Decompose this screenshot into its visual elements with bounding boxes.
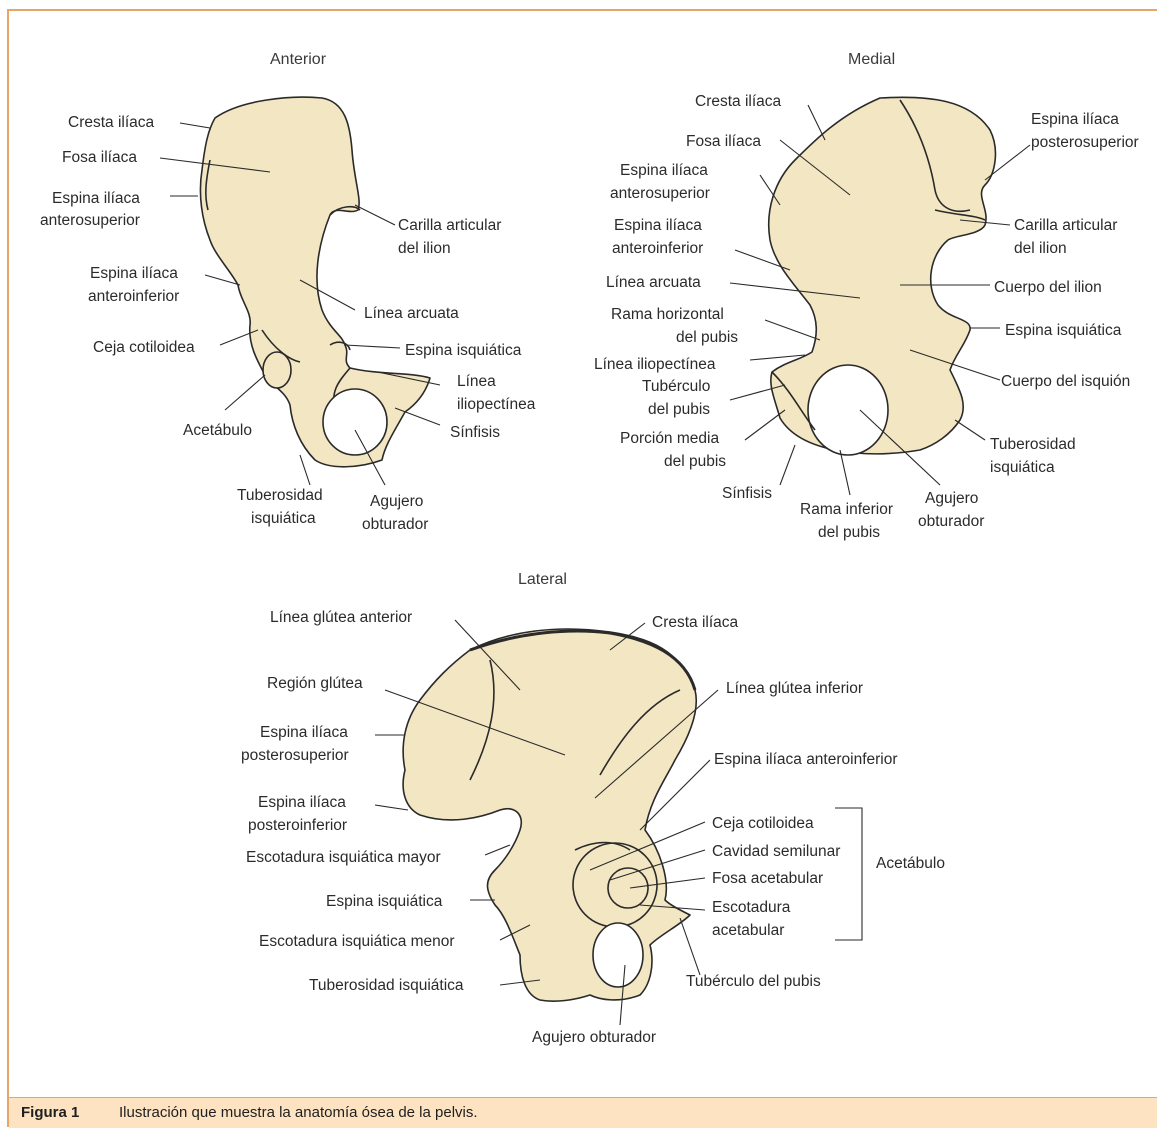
label-carilla-articular: Carilla articular — [398, 217, 501, 234]
label-espina-post-inf: posteroinferior — [248, 817, 347, 834]
label-agujero: Agujero — [370, 493, 423, 510]
label-acetabulo: Acetábulo — [183, 422, 252, 439]
label-tuberosidad: Tuberosidad — [237, 487, 323, 504]
label-tuberosidad: Tuberosidad isquiática — [309, 977, 464, 994]
label-fosa-iliaca: Fosa ilíaca — [62, 149, 137, 166]
label-escotadura-acetabular: acetabular — [712, 922, 784, 939]
label-linea-glutea-inferior: Línea glútea inferior — [726, 680, 863, 697]
label-espina-ant-inf: anteroinferior — [88, 288, 179, 305]
label-linea-iliopectinea: iliopectínea — [457, 396, 536, 413]
label-espina-isquiatica: Espina isquiática — [405, 342, 522, 359]
label-linea-iliopectinea: Línea — [457, 373, 496, 390]
label-region-glutea: Región glútea — [267, 675, 363, 692]
label-cresta-iliaca: Cresta ilíaca — [652, 614, 739, 631]
label-tuberosidad: Tuberosidad — [990, 436, 1076, 453]
label-rama-inferior: del pubis — [818, 524, 880, 541]
label-espina-post-sup: posterosuperior — [1031, 134, 1139, 151]
label-escotadura-menor: Escotadura isquiática menor — [259, 933, 455, 950]
label-espina-isquiatica: Espina isquiática — [1005, 322, 1122, 339]
caption-text: Ilustración que muestra la anatomía ósea… — [119, 1104, 478, 1121]
label-cavidad-semilunar: Cavidad semilunar — [712, 843, 840, 860]
label-escotadura-acetabular: Escotadura — [712, 899, 791, 916]
label-linea-iliopectinea: Línea iliopectínea — [594, 356, 716, 373]
label-tuberosidad: isquiática — [251, 510, 316, 527]
label-linea-glutea-anterior: Línea glútea anterior — [270, 609, 412, 626]
label-agujero: obturador — [918, 513, 984, 530]
label-tuberculo-pubis: Tubérculo del pubis — [686, 973, 821, 990]
pelvis-illustration: Anterior Medial Lateral Cresta ilíaca Fo… — [0, 0, 1157, 1097]
label-cuerpo-isquion: Cuerpo del isquión — [1001, 373, 1130, 390]
label-cresta-iliaca: Cresta ilíaca — [695, 93, 782, 110]
label-cresta-iliaca: Cresta ilíaca — [68, 114, 155, 131]
label-tuberculo-pubis: del pubis — [648, 401, 710, 418]
label-espina-ant-sup: Espina ilíaca — [620, 162, 708, 179]
label-tuberosidad: isquiática — [990, 459, 1055, 476]
label-sinfisis: Sínfisis — [722, 485, 772, 502]
label-carilla-articular: del ilion — [1014, 240, 1067, 257]
label-agujero-obturador: Agujero obturador — [532, 1029, 656, 1046]
figure-caption: Figura 1 Ilustración que muestra la anat… — [9, 1097, 1157, 1128]
label-ceja-cotiloidea: Ceja cotiloidea — [93, 339, 195, 356]
label-acetabulo: Acetábulo — [876, 855, 945, 872]
label-ceja-cotiloidea: Ceja cotiloidea — [712, 815, 814, 832]
label-porcion-media: del pubis — [664, 453, 726, 470]
label-espina-ant-sup: Espina ilíaca — [52, 190, 140, 207]
label-porcion-media: Porción media — [620, 430, 719, 447]
label-carilla-articular: del ilion — [398, 240, 451, 257]
label-linea-arcuata: Línea arcuata — [606, 274, 701, 291]
label-rama-inferior: Rama inferior — [800, 501, 893, 518]
label-espina-ant-inf: anteroinferior — [612, 240, 703, 257]
anterior-title: Anterior — [270, 51, 327, 68]
medial-title: Medial — [848, 51, 895, 68]
label-escotadura-mayor: Escotadura isquiática mayor — [246, 849, 441, 866]
label-espina-post-inf: Espina ilíaca — [258, 794, 346, 811]
anterior-bone — [200, 97, 430, 467]
label-espina-post-sup: Espina ilíaca — [260, 724, 348, 741]
label-espina-ant-sup: anterosuperior — [610, 185, 710, 202]
label-espina-ant-inf: Espina ilíaca — [614, 217, 702, 234]
label-espina-isquiatica: Espina isquiática — [326, 893, 443, 910]
label-fosa-acetabular: Fosa acetabular — [712, 870, 823, 887]
label-carilla-articular: Carilla articular — [1014, 217, 1117, 234]
label-linea-arcuata: Línea arcuata — [364, 305, 459, 322]
label-rama-horizontal: Rama horizontal — [611, 306, 724, 323]
label-agujero: Agujero — [925, 490, 978, 507]
label-espina-ant-sup: anterosuperior — [40, 212, 140, 229]
label-tuberculo-pubis: Tubérculo — [642, 378, 710, 395]
label-agujero: obturador — [362, 516, 428, 533]
label-espina-post-sup: posterosuperior — [241, 747, 349, 764]
caption-label: Figura 1 — [21, 1104, 79, 1121]
label-fosa-iliaca: Fosa ilíaca — [686, 133, 761, 150]
lateral-title: Lateral — [518, 571, 567, 588]
label-espina-ant-inf: Espina ilíaca — [90, 265, 178, 282]
label-rama-horizontal: del pubis — [676, 329, 738, 346]
label-sinfisis: Sínfisis — [450, 424, 500, 441]
label-espina-post-sup: Espina ilíaca — [1031, 111, 1119, 128]
label-cuerpo-ilion: Cuerpo del ilion — [994, 279, 1102, 296]
medial-bone — [769, 97, 996, 455]
label-espina-ant-inf: Espina ilíaca anteroinferior — [714, 751, 898, 768]
